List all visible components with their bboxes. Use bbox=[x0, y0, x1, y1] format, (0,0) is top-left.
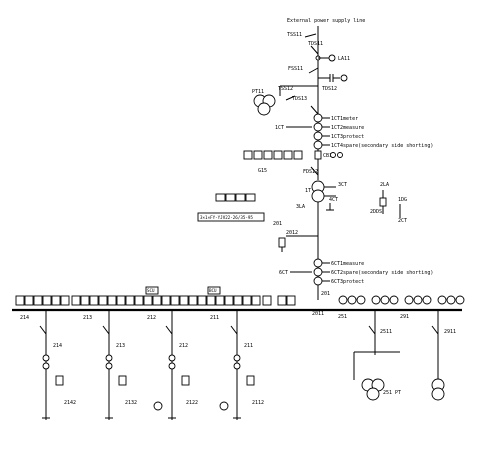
ct6-stack: 6CT1measure 6CT2spare(secondary side sho… bbox=[279, 258, 433, 286]
ds-2511-label: 2511 bbox=[380, 329, 392, 335]
gs-label: 1DG bbox=[398, 197, 407, 203]
cb11-label: CB11 bbox=[323, 153, 335, 159]
lv-disc-label: 201 bbox=[321, 291, 330, 297]
lv-incomer-tag: 201 bbox=[273, 221, 282, 227]
fss11-label: FSS11 bbox=[288, 66, 303, 72]
ct1-stack: 1CT1meter 1CT2measure 1CT3protect 1CT4sp… bbox=[275, 113, 433, 150]
arrester-icon bbox=[328, 54, 336, 62]
ct1-winding-4: 1CT4spare(secondary side shorting) bbox=[331, 143, 433, 149]
busbar-relay-row: SCU BCU bbox=[15, 286, 465, 306]
la3-label: 3LA bbox=[296, 204, 305, 210]
ct3-label: 3CT bbox=[338, 182, 347, 188]
incoming-title: External power supply line bbox=[287, 18, 365, 24]
right-section: 251 291 2511 251 PT 2911 bbox=[338, 310, 456, 401]
incoming-section: External power supply line TSS11 TDS11 L… bbox=[243, 18, 433, 180]
bus-251-label: 251 bbox=[338, 314, 347, 320]
feeder-213: 213 213 2132 bbox=[83, 310, 137, 420]
ct6-label: 6CT bbox=[279, 270, 288, 276]
feeder-214-cb-label: 2142 bbox=[64, 400, 76, 406]
transformer-lv-winding-icon bbox=[311, 189, 325, 203]
lv-breaker2-label: 2011 bbox=[312, 311, 324, 317]
feeder-212: 212 212 2122 bbox=[147, 310, 198, 420]
ct1-winding-2: 1CT2measure bbox=[331, 125, 364, 131]
tds12-label: TDS12 bbox=[322, 86, 337, 92]
tds11-label: TDS11 bbox=[308, 41, 323, 47]
scu-box bbox=[145, 286, 159, 295]
cable-spec: 3×1×FY-YJV22-26/35-95 bbox=[200, 215, 253, 220]
feeder-211-tag: 211 bbox=[244, 343, 253, 349]
feeder-213-cb-label: 2132 bbox=[125, 400, 137, 406]
tss11-label: TSS11 bbox=[287, 32, 302, 38]
bus-291-label: 291 bbox=[400, 314, 409, 320]
feeder-211: 211 211 2112 bbox=[210, 310, 264, 420]
tss12-label: TSS12 bbox=[278, 86, 293, 92]
ct4-label: 4CT bbox=[329, 197, 338, 203]
pt-251-label: 251 PT bbox=[383, 390, 401, 396]
lv-breaker-label: 2012 bbox=[286, 230, 298, 236]
transformer-label: 1T bbox=[305, 188, 311, 194]
feeder-214-tag: 214 bbox=[53, 343, 62, 349]
ds-2911-label: 2911 bbox=[444, 329, 456, 335]
lv-incomer-section: 201 2012 6CT1measure 6CT2spare(secondary… bbox=[273, 221, 433, 317]
cb11-breaker-icon bbox=[314, 150, 322, 160]
g15-label: G15 bbox=[258, 168, 267, 174]
la2-label: 2LA bbox=[380, 182, 389, 188]
feeder-213-bus-label: 213 bbox=[83, 315, 92, 321]
feeder-211-bus-label: 211 bbox=[210, 315, 219, 321]
feeder-212-cb-label: 2122 bbox=[186, 400, 198, 406]
feeder-212-bus-label: 212 bbox=[147, 315, 156, 321]
ct6-winding-2: 6CT2spare(secondary side shorting) bbox=[331, 270, 433, 276]
feeder-211-cb-label: 2112 bbox=[252, 400, 264, 406]
cable-spec-box bbox=[197, 212, 265, 222]
ct6-winding-1: 6CT1measure bbox=[331, 261, 364, 267]
feeder-213-tag: 213 bbox=[116, 343, 125, 349]
feeder-214: 214 214 2142 bbox=[20, 310, 76, 420]
fds12-label: FDS12 bbox=[303, 169, 318, 175]
protection-boxes-hv: G15 bbox=[243, 150, 303, 174]
ct1-label: 1CT bbox=[275, 125, 284, 131]
feeder-212-tag: 212 bbox=[179, 343, 188, 349]
transformer-section: 1T 3CT 4CT 2LA 1DG 2DDS 2CT 3LA 3×1×FY-Y… bbox=[197, 180, 407, 300]
ct6-winding-3: 6CT3protect bbox=[331, 279, 364, 285]
pt11-label: PT11 bbox=[252, 89, 264, 95]
bcu-label: BCU bbox=[209, 288, 217, 293]
scu-label: SCU bbox=[147, 288, 155, 293]
bcu-box bbox=[207, 286, 221, 295]
dds-label: 2DDS bbox=[370, 209, 382, 215]
tds13-label: TDS13 bbox=[292, 96, 307, 102]
feeder-214-bus-label: 214 bbox=[20, 315, 29, 321]
la11-label: LA11 bbox=[338, 56, 350, 62]
lamp-icon bbox=[340, 74, 348, 82]
ct1-winding-3: 1CT3protect bbox=[331, 134, 364, 140]
ct2-label: 2CT bbox=[398, 218, 407, 224]
ct1-winding-1: 1CT1meter bbox=[331, 116, 358, 122]
